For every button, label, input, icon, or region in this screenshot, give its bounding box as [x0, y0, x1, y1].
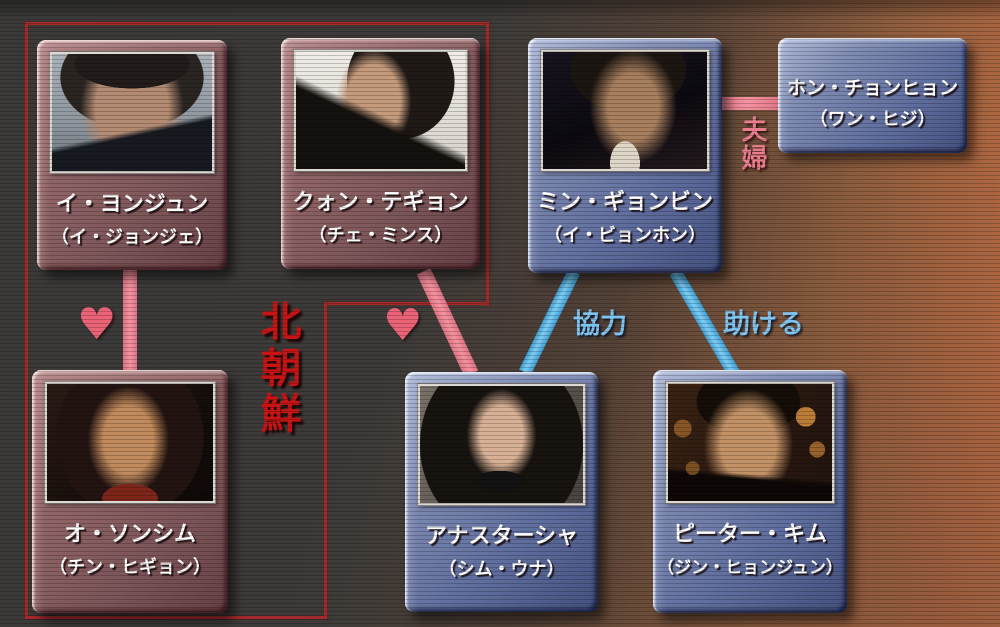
love-line-taegyong-anastasia — [416, 268, 479, 377]
character-actor: （シム・ウナ） — [438, 559, 565, 580]
cooperation-label: 協力 — [573, 309, 627, 340]
character-card-peter-kim: ピーター・キム （ジン・ヒョンジュン） — [653, 370, 847, 613]
north-korea-border-left — [25, 22, 28, 619]
character-card-min-gyonbin: ミン・ギョンビン （イ・ビョンホン） — [528, 38, 722, 273]
character-actor: （チン・ヒギョン） — [49, 557, 211, 578]
photo-o-sonsim — [45, 382, 215, 503]
character-name: イ・ヨンジュン — [55, 192, 209, 217]
love-line-yongjun-sonsim — [123, 269, 137, 375]
north-korea-border-step — [324, 302, 489, 305]
north-korea-border-right-upper — [486, 22, 489, 306]
heart-icon: ♥ — [383, 300, 423, 351]
photo-min-gyonbin — [541, 50, 709, 171]
photo-kwon-tegyon — [294, 50, 467, 171]
cooperation-line-gyongbin-anastasia — [519, 268, 580, 376]
married-label: 夫婦 — [737, 116, 767, 172]
north-korea-label: 北朝鮮 — [253, 300, 301, 438]
character-actor: （ワン・ヒジ） — [809, 109, 936, 130]
character-card-o-sonsim: オ・ソンシム （チン・ヒギョン） — [32, 370, 228, 613]
north-korea-border-bottom — [25, 616, 327, 619]
character-actor: （イ・ジョンジェ） — [51, 227, 213, 248]
character-name: アナスターシャ — [424, 524, 579, 549]
character-card-hon-chonhyon: ホン・チョンヒョン （ワン・ヒジ） — [778, 38, 967, 153]
photo-i-yonjun — [50, 52, 214, 173]
character-card-i-yonjun: イ・ヨンジュン （イ・ジョンジェ） — [37, 40, 227, 270]
married-line-gyongbin-chonghyon — [712, 97, 784, 110]
photo-anastasia — [418, 384, 585, 505]
character-actor: （チェ・ミンス） — [308, 225, 453, 246]
character-card-kwon-tegyon: クォン・テギョン （チェ・ミンス） — [281, 38, 480, 269]
character-name: ピーター・キム — [672, 522, 827, 547]
north-korea-border-right-lower — [324, 302, 327, 619]
help-label: 助ける — [723, 309, 804, 340]
character-actor: （イ・ビョンホン） — [544, 225, 706, 246]
character-name: クォン・テギョン — [292, 190, 469, 215]
character-name: オ・ソンシム — [63, 522, 196, 547]
north-korea-border-top — [25, 22, 489, 25]
character-card-anastasia: アナスターシャ （シム・ウナ） — [405, 372, 598, 612]
character-actor: （ジン・ヒョンジュン） — [657, 558, 843, 578]
character-name: ホン・チョンヒョン — [786, 77, 958, 99]
photo-peter-kim — [666, 382, 834, 503]
character-name: ミン・ギョンビン — [536, 190, 713, 215]
heart-icon: ♥ — [77, 299, 117, 350]
